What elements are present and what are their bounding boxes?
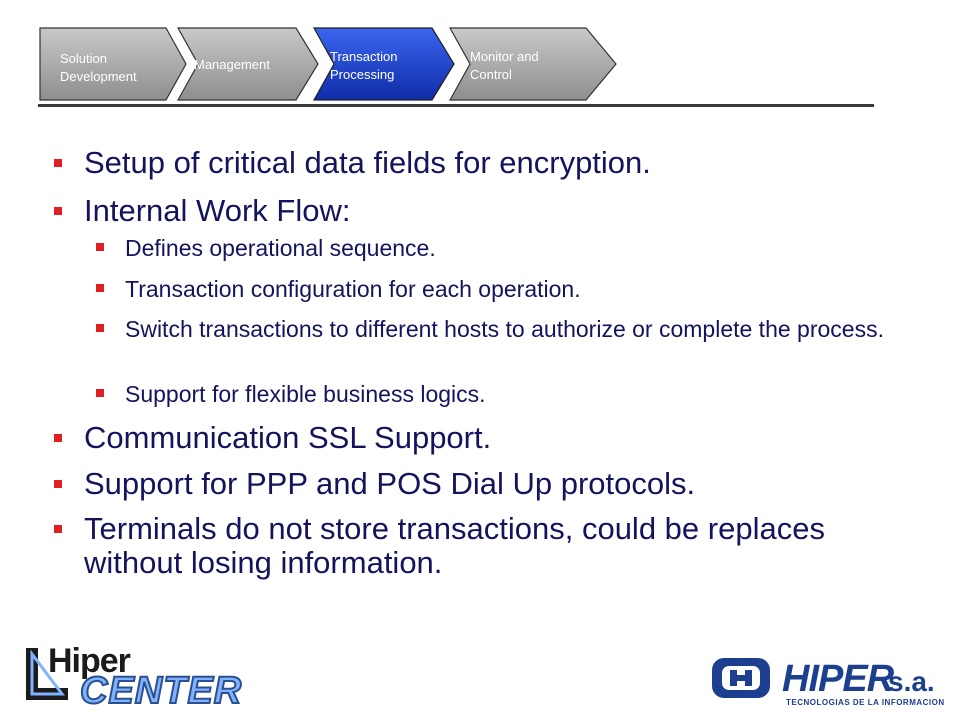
sub-bullet-marker (96, 243, 104, 251)
sub-bullet-marker (96, 389, 104, 397)
header-divider (38, 104, 874, 107)
bullet-marker (54, 207, 62, 215)
step-label-transaction-processing: Transaction Processing (330, 49, 398, 82)
logo-sa-suffix: s.a. (888, 666, 935, 697)
sub-bullet-marker (96, 324, 104, 332)
hiper-center-logo: Hiper CENTER (18, 640, 248, 713)
chevron-solution-development (39, 27, 187, 101)
step-label-management: Management (194, 57, 270, 72)
bullet-item: Setup of critical data fields for encryp… (84, 145, 651, 180)
bullet-marker (54, 525, 62, 533)
logo-hiper-name: HIPER (782, 658, 894, 700)
chevron-graphic (39, 27, 617, 101)
sub-bullet-item: Support for flexible business logics. (125, 381, 486, 407)
sub-bullet-item: Defines operational sequence. (125, 235, 436, 261)
chevron-transaction-processing (312, 27, 455, 101)
step-label-monitor-control: Monitor and Control (470, 49, 539, 82)
step-label-solution-development: Solution Development (60, 51, 137, 84)
bullet-item: Support for PPP and POS Dial Up protocol… (84, 466, 696, 501)
hiper-sa-logo: HIPER s.a. TECNOLOGIAS DE LA INFORMACION (710, 656, 950, 714)
bullet-item: Terminals do not store transactions, cou… (84, 511, 825, 580)
logo-tagline: TECNOLOGIAS DE LA INFORMACION (786, 698, 945, 707)
bullet-item: Communication SSL Support. (84, 420, 492, 455)
bullet-marker (54, 434, 62, 442)
chevron-monitor-control (448, 27, 617, 101)
logo-hiper-text: Hiper (48, 642, 131, 680)
process-chevron-bar: Solution Development Management Transact… (36, 26, 636, 102)
chevron-management (176, 27, 319, 101)
sub-bullet-item: Switch transactions to different hosts t… (125, 316, 884, 342)
bullet-marker (54, 159, 62, 167)
bullet-item: Internal Work Flow: (84, 193, 351, 228)
hiper-center-mark-icon (26, 648, 68, 700)
bullet-marker (54, 480, 62, 488)
sub-bullet-marker (96, 284, 104, 292)
logo-center-text: CENTER (79, 669, 243, 713)
hiper-sa-mark-icon (712, 658, 770, 698)
sub-bullet-item: Transaction configuration for each opera… (125, 276, 581, 302)
